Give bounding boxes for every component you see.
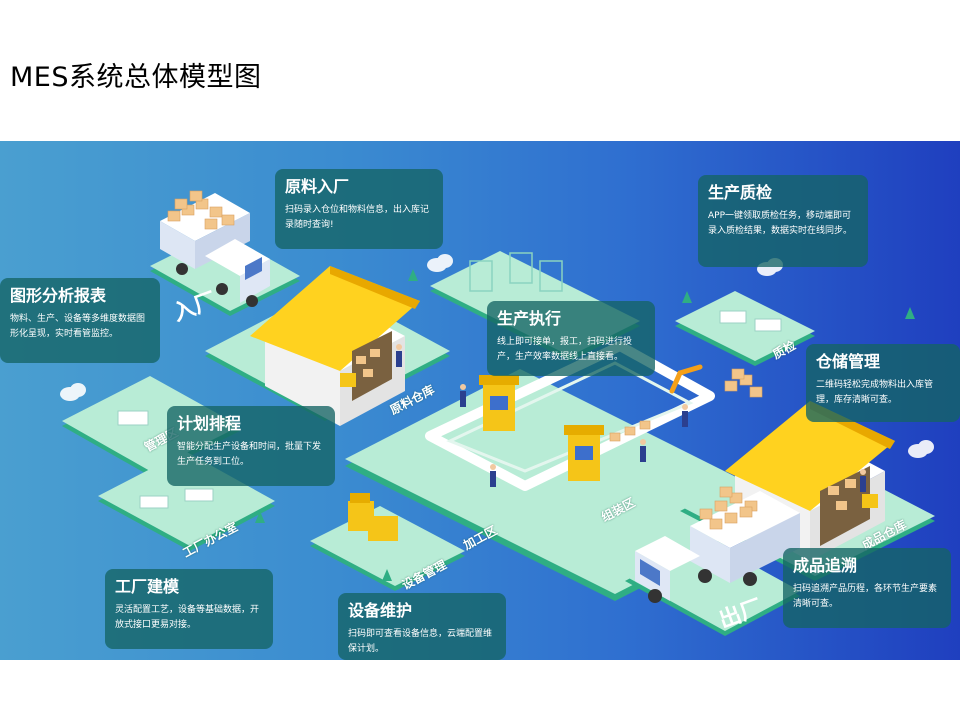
quality-floor xyxy=(675,291,815,366)
callout-desc: 扫码即可查看设备信息，云端配置维保计划。 xyxy=(348,629,493,654)
callout-factory-model: 工厂建模 灵活配置工艺，设备等基础数据，开放式接口更易对接。 xyxy=(105,569,273,649)
callout-title: 成品追溯 xyxy=(793,556,858,575)
robot-arm xyxy=(669,364,703,394)
page-title: MES系统总体模型图 xyxy=(10,62,262,93)
callout-title: 计划排程 xyxy=(177,414,242,433)
callout-title: 原料入厂 xyxy=(285,177,350,196)
callout-title: 生产执行 xyxy=(497,309,562,328)
processing-machine xyxy=(479,375,519,431)
callout-title: 工厂建模 xyxy=(115,577,180,596)
callout-desc: APP一键领取质检任务，移动端即可录入质检结果，数据实时在线同步。 xyxy=(708,211,853,236)
callout-desc: 物料、生产、设备等多维度数据图形化呈现，实时看管监控。 xyxy=(10,314,146,339)
forklift xyxy=(340,373,878,508)
callout-charts: 图形分析报表 物料、生产、设备等多维度数据图形化呈现，实时看管监控。 xyxy=(0,278,160,363)
office-desks xyxy=(117,310,782,509)
callout-desc: 智能分配生产设备和时间，批量下发生产任务到工位。 xyxy=(177,442,322,467)
callout-desc: 线上即可接单，报工，扫码进行投产，生产效率数据线上直接看。 xyxy=(497,337,633,362)
callout-quality: 生产质检 APP一键领取质检任务，移动端即可录入质检结果，数据实时在线同步。 xyxy=(698,175,868,267)
callout-execution: 生产执行 线上即可接单，报工，扫码进行投产，生产效率数据线上直接看。 xyxy=(487,301,655,376)
mes-diagram-panel: 入厂 原料仓库 质检 管理区 工厂办公室 设备管理 加工区 组装区 成品仓库 出… xyxy=(0,141,960,660)
callout-warehouse: 仓储管理 二维码轻松完成物料出入库管理，库存清晰可查。 xyxy=(806,344,960,422)
callout-title: 图形分析报表 xyxy=(10,286,107,305)
equipment-robot xyxy=(348,493,398,541)
callout-maintain: 设备维护 扫码即可查看设备信息，云端配置维保计划。 xyxy=(338,593,506,660)
callout-raw-in: 原料入厂 扫码录入仓位和物料信息，出入库记录随时查询! xyxy=(275,169,443,249)
callout-desc: 扫码追溯产品历程，各环节生产要素清晰可查。 xyxy=(793,584,938,609)
assembly-machine xyxy=(564,425,604,481)
storage-shelves xyxy=(469,252,563,292)
callout-desc: 灵活配置工艺，设备等基础数据，开放式接口更易对接。 xyxy=(115,605,260,630)
callout-title: 生产质检 xyxy=(708,183,773,202)
raw-warehouse-building xyxy=(250,266,420,426)
callout-schedule: 计划排程 智能分配生产设备和时间，批量下发生产任务到工位。 xyxy=(167,406,335,486)
trees xyxy=(255,269,915,581)
outbound-truck xyxy=(635,486,800,603)
product-boxes xyxy=(609,368,763,442)
callout-trace: 成品追溯 扫码追溯产品历程，各环节生产要素清晰可查。 xyxy=(783,548,951,628)
callout-title: 设备维护 xyxy=(348,601,413,620)
callout-desc: 二维码轻松完成物料出入库管理，库存清晰可查。 xyxy=(816,380,934,405)
callout-desc: 扫码录入仓位和物料信息，出入库记录随时查询! xyxy=(285,205,430,230)
callout-title: 仓储管理 xyxy=(816,352,881,371)
workers xyxy=(396,344,866,492)
inbound-truck xyxy=(160,190,270,307)
